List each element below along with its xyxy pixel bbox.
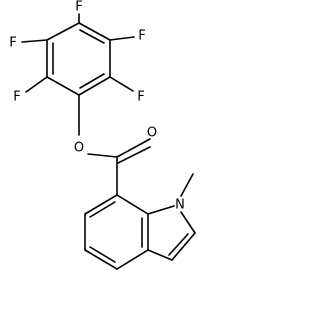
indole-ring	[84, 173, 196, 270]
bond	[116, 249, 149, 270]
double-bond-inner	[89, 201, 116, 218]
bond	[46, 22, 80, 41]
bond	[84, 249, 118, 270]
double-bond-inner	[89, 246, 116, 263]
bond	[147, 205, 175, 215]
bond	[116, 194, 149, 215]
fluorine-bonds	[21, 13, 135, 93]
bond	[147, 249, 173, 261]
fluorine-label: F	[75, 0, 82, 15]
bond	[25, 76, 48, 93]
chemical-structure: F F F F F O O N	[9, 0, 196, 270]
bond	[87, 153, 118, 158]
bond	[21, 39, 48, 43]
ester-linkage	[78, 94, 151, 196]
bond	[109, 76, 134, 92]
double-bond-inner	[79, 29, 105, 44]
fluorine-label: F	[13, 90, 20, 105]
fluorine-label: F	[9, 36, 16, 51]
carbonyl-oxygen-label: O	[147, 126, 157, 141]
bond	[180, 173, 194, 197]
double-bond-inner	[79, 73, 105, 89]
bond	[109, 36, 135, 41]
bond	[78, 22, 111, 41]
atom-labels: F F F F F O O N	[9, 0, 185, 213]
bond	[46, 76, 80, 96]
bond	[116, 138, 151, 158]
bond	[171, 232, 196, 261]
double-bond-inner	[168, 233, 189, 256]
bond	[180, 211, 196, 234]
fluorine-label: F	[137, 90, 144, 105]
ester-oxygen-label: O	[74, 141, 84, 156]
bond	[78, 76, 111, 96]
double-bond	[117, 146, 151, 164]
pentafluorophenyl-ring	[46, 22, 111, 96]
bond	[84, 194, 118, 215]
nitrogen-label: N	[175, 198, 185, 213]
fluorine-label: F	[138, 29, 145, 44]
